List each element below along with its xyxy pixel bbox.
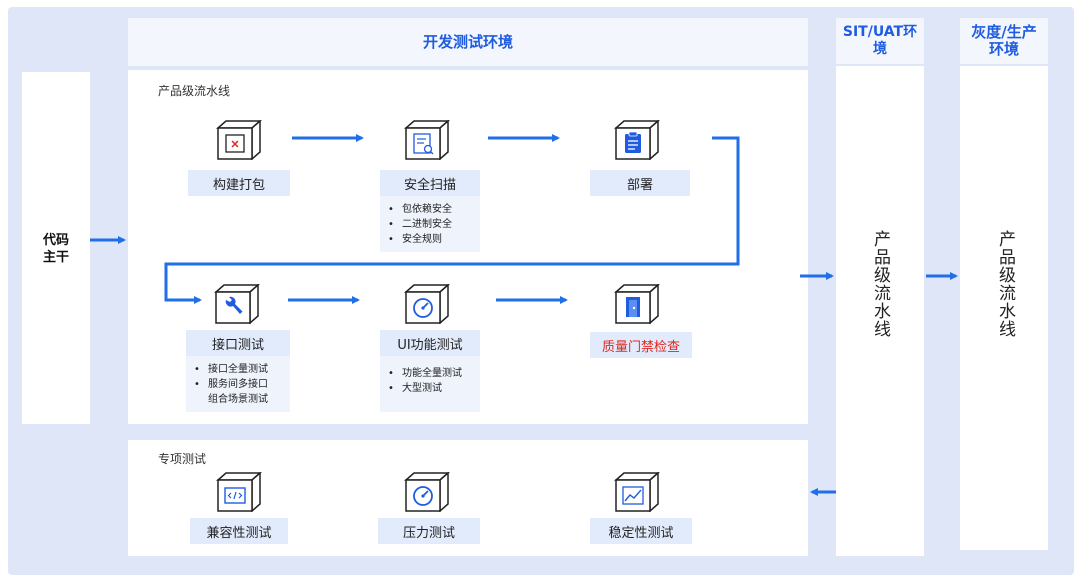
pipeline-label: 产品级流水线 (158, 84, 231, 98)
step-security-details: 包依赖安全 二进制安全 安全规则 (380, 196, 480, 252)
gauge-icon (404, 472, 450, 512)
clipboard-icon (614, 120, 660, 160)
step-deploy-label: 部署 (590, 170, 690, 196)
wrench-icon (214, 284, 260, 324)
list-item: 二进制安全 (388, 217, 474, 232)
code-mainline-title: 代码 主干 (42, 233, 69, 265)
list-item: 包依赖安全 (388, 202, 474, 217)
step-gate-label: 质量门禁检查 (590, 332, 692, 358)
list-item: 大型测试 (388, 381, 474, 396)
prod-pipeline-panel (960, 66, 1048, 550)
sit-pipeline-text: 产品级流水线 (870, 230, 890, 338)
special-stress-label: 压力测试 (378, 518, 480, 544)
special-stability-label: 稳定性测试 (590, 518, 692, 544)
list-item: 安全规则 (388, 232, 474, 247)
step-ui-label: UI功能测试 (380, 330, 480, 356)
step-build-label: 构建打包 (188, 170, 290, 196)
doc-scan-icon (404, 120, 450, 160)
prod-env-title: 灰度/生产 环境 (960, 18, 1048, 64)
list-item: 服务间多接口 组合场景测试 (194, 377, 284, 407)
door-icon (614, 284, 660, 324)
line-chart-icon (614, 472, 660, 512)
gauge-icon (404, 284, 450, 324)
sit-env-title: SIT/UAT环境 (836, 18, 924, 64)
special-test-label: 专项测试 (158, 452, 207, 466)
list-item: 功能全量测试 (388, 366, 474, 381)
step-api-details: 接口全量测试 服务间多接口 组合场景测试 (186, 356, 290, 412)
arrow-deploy-to-api (164, 136, 740, 304)
prod-pipeline-text: 产品级流水线 (995, 230, 1015, 338)
sit-pipeline-panel (836, 66, 924, 556)
step-ui-details: 功能全量测试 大型测试 (380, 356, 480, 412)
special-compat-label: 兼容性测试 (190, 518, 288, 544)
box-x-icon (216, 120, 262, 160)
code-icon (216, 472, 262, 512)
step-api-label: 接口测试 (186, 330, 290, 356)
dev-env-title: 开发测试环境 (128, 18, 808, 66)
list-item: 接口全量测试 (194, 362, 284, 377)
step-security-label: 安全扫描 (380, 170, 480, 196)
code-mainline-panel (22, 72, 90, 424)
